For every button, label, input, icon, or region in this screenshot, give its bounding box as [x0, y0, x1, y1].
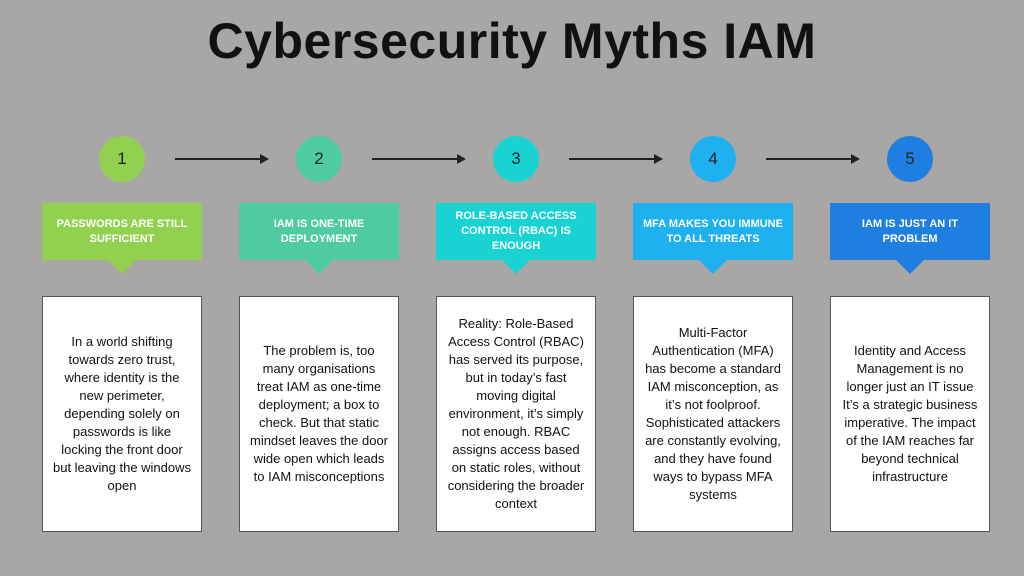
- myth-banner: IAM IS ONE-TIME DEPLOYMENT: [239, 203, 399, 274]
- myth-banner: ROLE-BASED ACCESS CONTROL (RBAC) IS ENOU…: [436, 203, 596, 274]
- myth-banner: PASSWORDS ARE STILL SUFFICIENT: [42, 203, 202, 274]
- reality-box: Multi-Factor Authentication (MFA) has be…: [633, 296, 793, 532]
- reality-box: Identity and Access Management is no lon…: [830, 296, 990, 532]
- step-number-circle: 2: [296, 136, 342, 182]
- myth-banner: MFA MAKES YOU IMMUNE TO ALL THREATS: [633, 203, 793, 274]
- step-number-circle: 3: [493, 136, 539, 182]
- arrow-right-icon: [569, 154, 663, 164]
- step-number-circle: 4: [690, 136, 736, 182]
- reality-box: In a world shifting towards zero trust, …: [42, 296, 202, 532]
- reality-box: The problem is, too many organisations t…: [239, 296, 399, 532]
- arrow-right-icon: [372, 154, 466, 164]
- arrow-right-icon: [766, 154, 860, 164]
- step-number-circle: 1: [99, 136, 145, 182]
- page-title: Cybersecurity Myths IAM: [207, 13, 817, 69]
- step-number-circle: 5: [887, 136, 933, 182]
- reality-box: Reality: Role-Based Access Control (RBAC…: [436, 296, 596, 532]
- myth-banner: IAM IS JUST AN IT PROBLEM: [830, 203, 990, 274]
- arrow-right-icon: [175, 154, 269, 164]
